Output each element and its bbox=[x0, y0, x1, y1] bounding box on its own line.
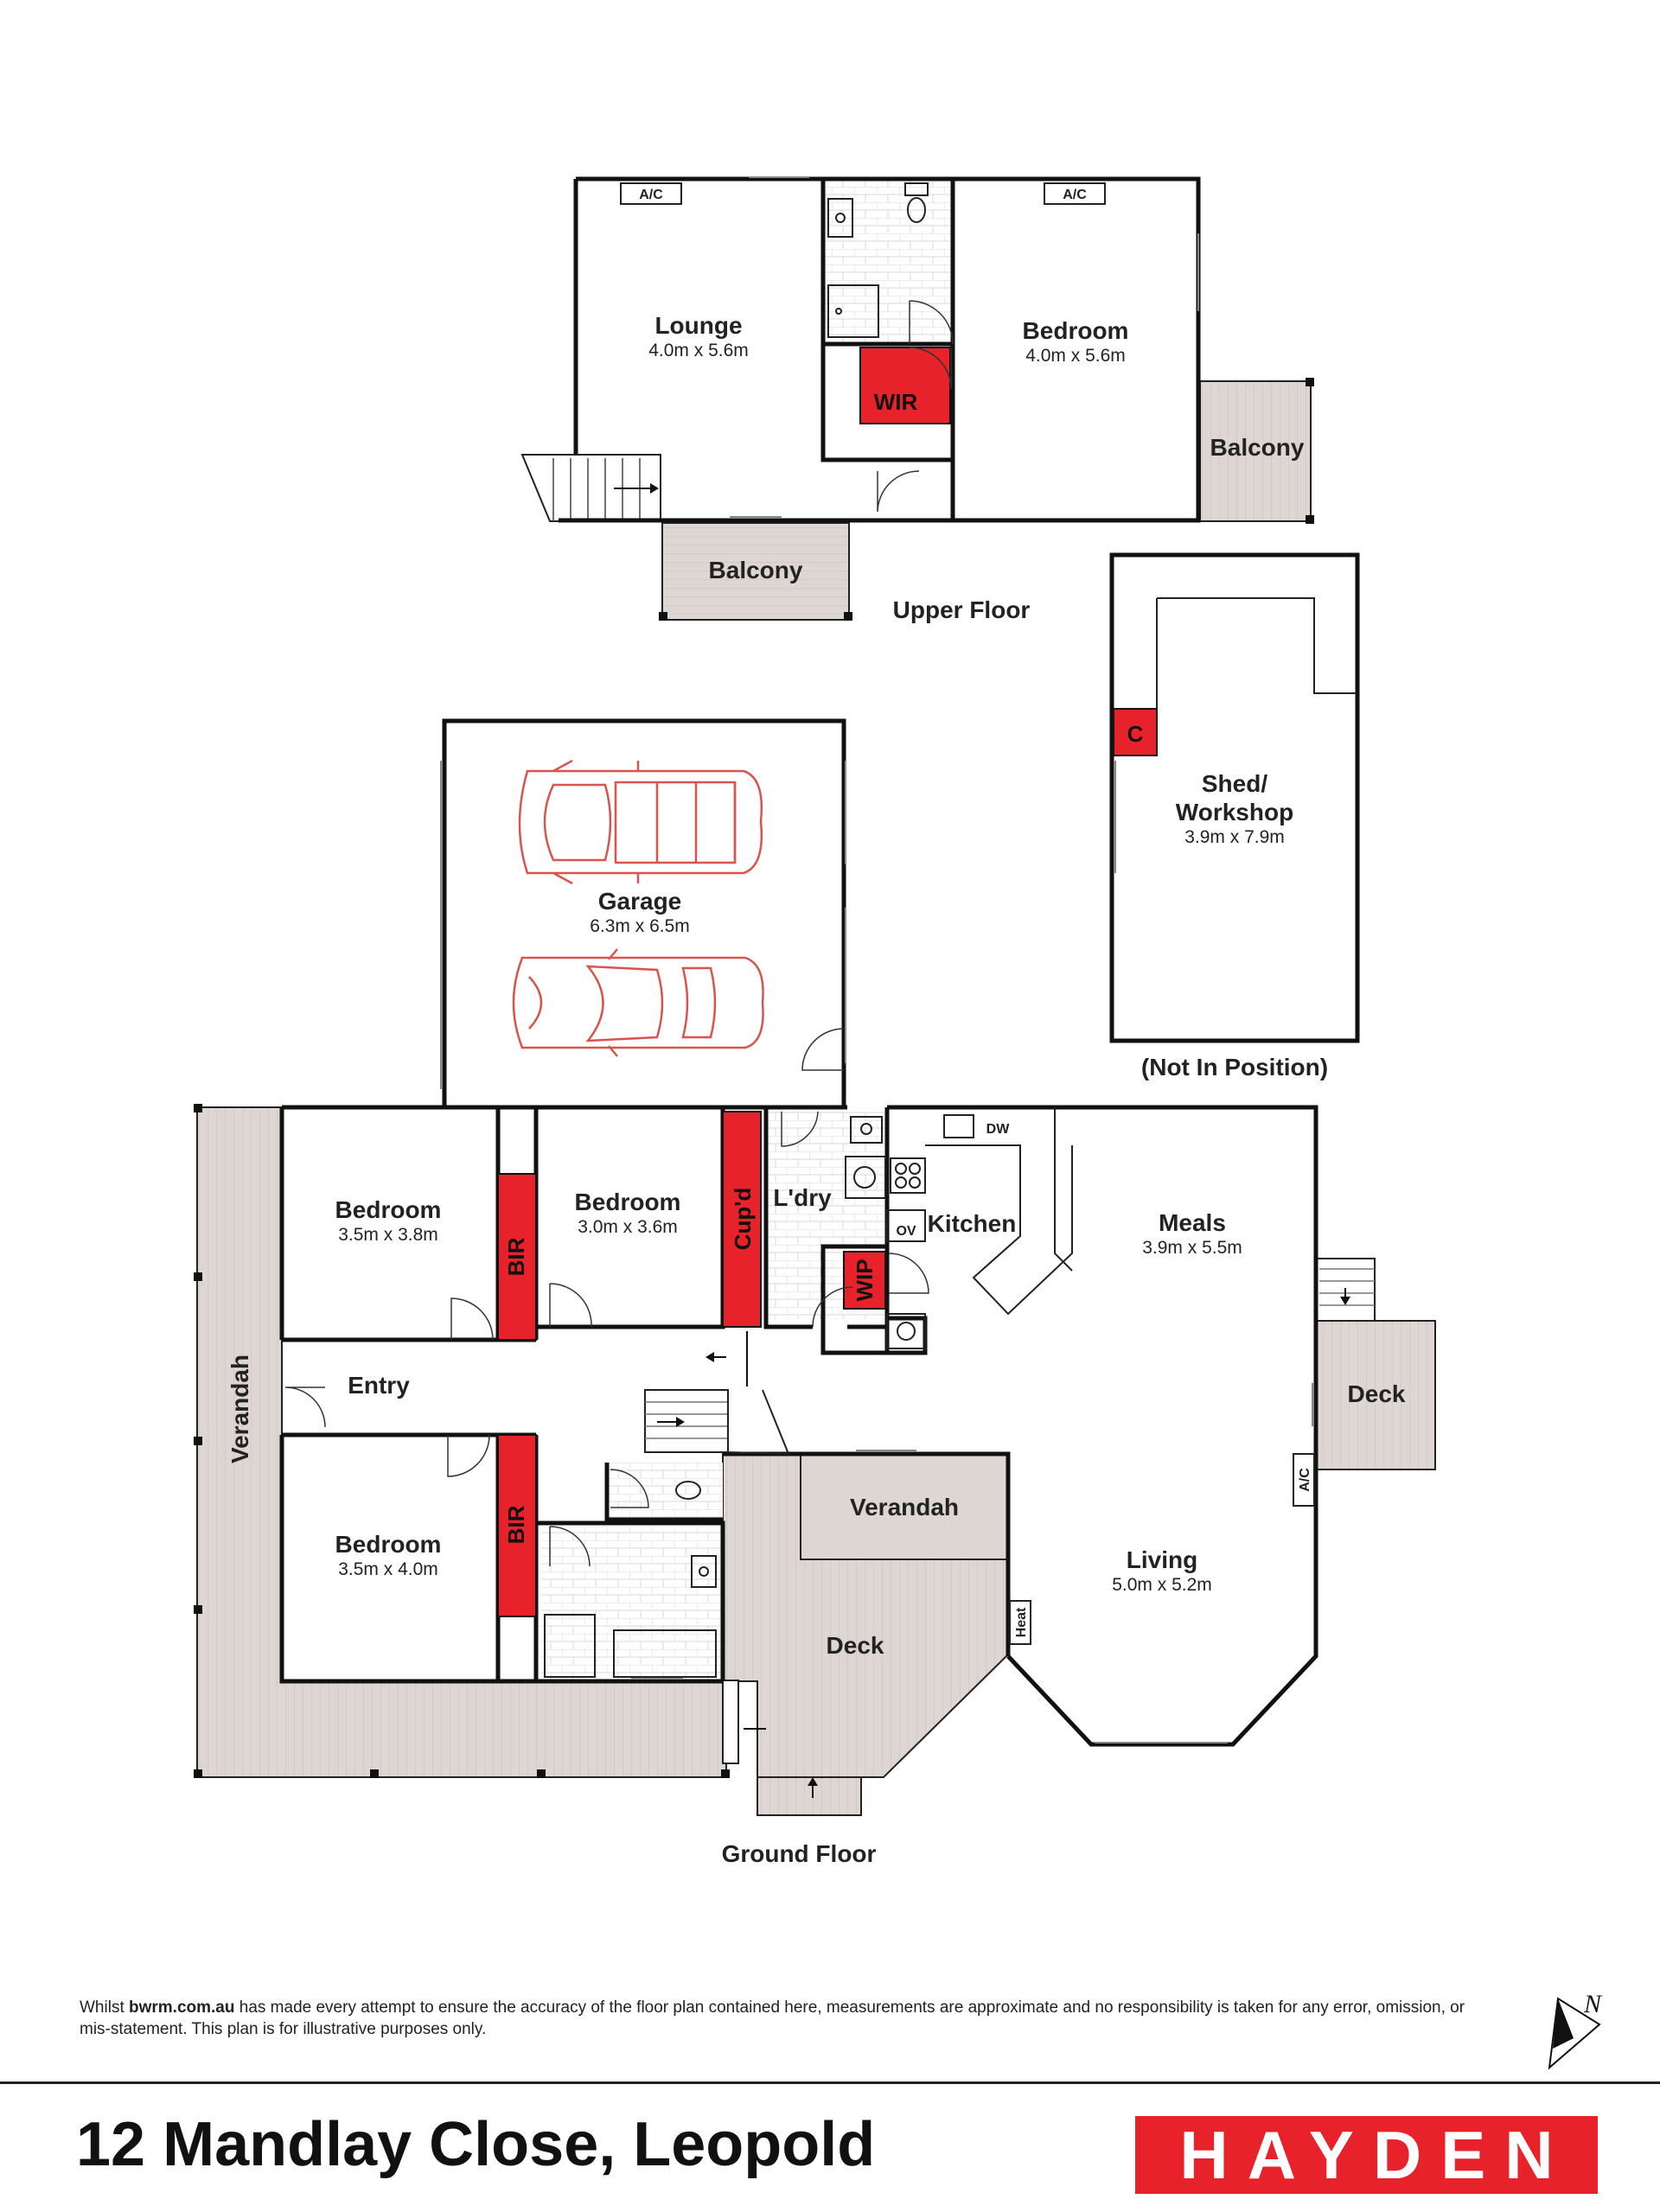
upper-bedroom-label: Bedroom bbox=[1023, 317, 1129, 344]
ov-label: OV bbox=[896, 1224, 916, 1239]
upper-floor-label: Upper Floor bbox=[893, 596, 1031, 623]
shed-closet bbox=[1113, 708, 1158, 756]
shed-note: (Not In Position) bbox=[1141, 1054, 1328, 1081]
balcony-bottom bbox=[661, 522, 850, 621]
heat-label: Heat bbox=[1014, 1607, 1029, 1637]
deck-mid-label: Deck bbox=[827, 1632, 884, 1659]
bir-closet-1 bbox=[497, 1173, 537, 1341]
hayden-logo: HAYDEN bbox=[1135, 2116, 1598, 2194]
shed-dims: 3.9m x 7.9m bbox=[1184, 827, 1285, 847]
brand-name: HAYDEN bbox=[1179, 2116, 1573, 2193]
north-label: N bbox=[1583, 1990, 1603, 2018]
property-address: 12 Mandlay Close, Leopold bbox=[76, 2110, 876, 2179]
verandah-left-label: Verandah bbox=[227, 1355, 253, 1463]
north-arrow-icon: N bbox=[1548, 1990, 1603, 2070]
balcony-right-label: Balcony bbox=[1210, 434, 1305, 461]
bedroom1-dims: 3.5m x 3.8m bbox=[338, 1225, 438, 1245]
wir-closet bbox=[859, 347, 951, 424]
cupd-label: Cup'd bbox=[730, 1188, 756, 1251]
laundry-label: L'dry bbox=[773, 1184, 832, 1211]
dw-label: DW bbox=[986, 1122, 1011, 1137]
ground-floor-label: Ground Floor bbox=[722, 1840, 877, 1867]
bedroom1-label: Bedroom bbox=[335, 1196, 442, 1223]
footer-divider bbox=[0, 2081, 1660, 2084]
car-icon bbox=[512, 948, 764, 1057]
garage-label: Garage bbox=[598, 888, 682, 915]
deck-right-label: Deck bbox=[1348, 1380, 1406, 1407]
deck-right bbox=[1315, 1320, 1436, 1470]
disclaimer-text: has made every attempt to ensure the acc… bbox=[80, 1998, 1465, 2038]
bir-closet-2 bbox=[497, 1434, 537, 1617]
bir2-label: BIR bbox=[503, 1505, 529, 1544]
living-dims: 5.0m x 5.2m bbox=[1112, 1575, 1212, 1595]
living-label: Living bbox=[1127, 1546, 1197, 1573]
verandah-mid-label: Verandah bbox=[850, 1494, 959, 1520]
wip-label: WIP bbox=[852, 1259, 878, 1301]
upper-floor bbox=[520, 176, 1314, 621]
cupd-closet bbox=[722, 1111, 762, 1328]
bir1-label: BIR bbox=[503, 1237, 529, 1276]
ac-label-left: A/C bbox=[639, 188, 663, 202]
shed-label-2: Workshop bbox=[1176, 799, 1293, 826]
ac-label-right: A/C bbox=[1063, 188, 1087, 202]
wip-closet bbox=[843, 1251, 886, 1310]
garage bbox=[440, 718, 846, 1107]
shed bbox=[1109, 552, 1360, 1043]
kitchen-label: Kitchen bbox=[928, 1210, 1017, 1237]
ground-floor bbox=[194, 1104, 1436, 1816]
shed-label-1: Shed/ bbox=[1202, 770, 1267, 797]
balcony-right bbox=[1199, 380, 1312, 522]
floor-plan: Lounge 4.0m x 5.6m Bedroom 4.0m x 5.6m W… bbox=[194, 176, 1436, 1867]
bedroom2-dims: 3.0m x 3.6m bbox=[578, 1217, 678, 1237]
meals-dims: 3.9m x 5.5m bbox=[1142, 1238, 1242, 1258]
wir-label: WIR bbox=[874, 389, 918, 415]
bedroom2-label: Bedroom bbox=[575, 1189, 681, 1215]
lounge-label: Lounge bbox=[654, 312, 742, 339]
car-icon bbox=[518, 759, 763, 885]
upper-bedroom-dims: 4.0m x 5.6m bbox=[1025, 346, 1126, 366]
entry-label: Entry bbox=[348, 1372, 410, 1399]
shed-closet-label: C bbox=[1127, 721, 1144, 747]
bedroom3-label: Bedroom bbox=[335, 1531, 442, 1558]
disclaimer: Whilst bwrm.com.au has made every attemp… bbox=[80, 1997, 1480, 2040]
bedroom3-dims: 3.5m x 4.0m bbox=[338, 1559, 438, 1579]
disclaimer-prefix: Whilst bbox=[80, 1998, 129, 2017]
meals-label: Meals bbox=[1159, 1209, 1226, 1236]
lounge-dims: 4.0m x 5.6m bbox=[648, 341, 749, 360]
ac-label-ground: A/C bbox=[1298, 1468, 1312, 1492]
garage-dims: 6.3m x 6.5m bbox=[590, 916, 690, 936]
disclaimer-site: bwrm.com.au bbox=[129, 1998, 235, 2017]
balcony-bottom-label: Balcony bbox=[709, 557, 803, 583]
